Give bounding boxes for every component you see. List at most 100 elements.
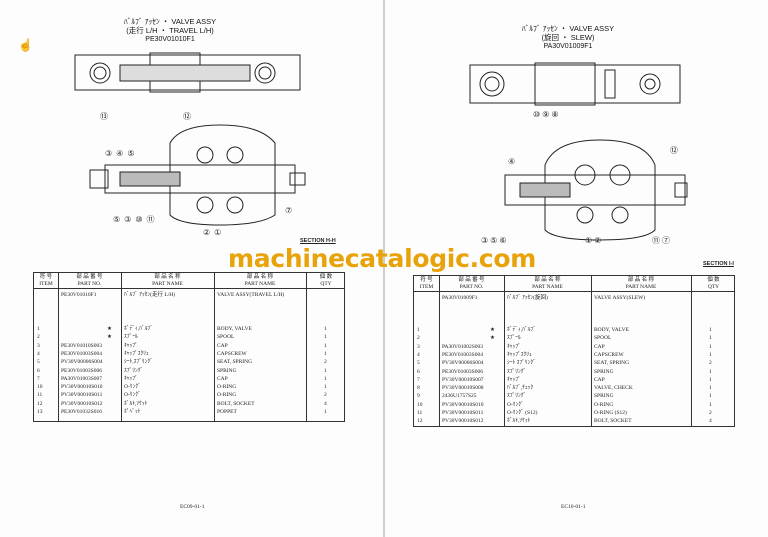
row-qty: 2 [324, 359, 327, 366]
header-en: QTY [320, 281, 332, 287]
row-name-en: CAP [594, 343, 605, 350]
callout: ⑤ [127, 149, 139, 158]
callout-13: ⑬ [100, 112, 108, 121]
row-part-no: PV30V00010S010 [61, 384, 103, 391]
row-name-en: CAPSCREW [217, 350, 247, 357]
row-name-en: CAPSCREW [594, 351, 624, 358]
callouts-left: ③④⑤ [105, 149, 139, 158]
column-divider [58, 273, 59, 421]
row-qty: 1 [324, 375, 327, 382]
row-name-jp: O-ﾘﾝｸﾞ [124, 384, 141, 391]
row-part-no: ★ [107, 334, 112, 341]
row-item: 13 [37, 409, 43, 415]
row-name-jp: ﾎﾞﾃﾞｨ,ﾊﾞﾙﾌﾞ [124, 326, 153, 332]
row-name-jp: ｷｬｯﾌﾟｽｸﾘｭ [507, 351, 532, 358]
row-part-no: PV30V00010S008 [442, 385, 484, 392]
row-name-jp: ﾊﾞﾙﾌﾞ,ﾁｪｯｸ [507, 385, 534, 392]
row-qty: 1 [709, 376, 712, 383]
callouts-bottom-right: ⑪ ⑦ [652, 236, 670, 245]
row-part-no: PE30V01003S004 [61, 350, 102, 357]
title-line-2: (走行 L/H ・ TRAVEL L/H) [126, 26, 214, 35]
row-name-jp: ｼｰﾄ ｽﾌﾟﾘﾝｸﾞ [507, 360, 536, 367]
row-item: 1 [37, 326, 40, 332]
header-en: PART NAME [625, 284, 657, 290]
callout: ⑤ [113, 215, 125, 224]
row-item: 12 [417, 418, 423, 425]
callout: ③ [105, 149, 117, 158]
row-name-en: SEAT, SPRING [217, 359, 253, 366]
row-part-no: PE30V01003S006 [442, 368, 483, 375]
column-divider [214, 273, 215, 421]
row-item: 8 [417, 385, 420, 392]
row-item: 11 [37, 392, 43, 399]
watermark: machinecatalogic.com [228, 244, 536, 273]
hand-icon[interactable]: ☝ [18, 38, 33, 52]
row-item: 10 [417, 401, 423, 408]
header-jp: 部 品 番 号 [76, 274, 103, 280]
row-item: 2 [37, 334, 40, 341]
row-item: 6 [37, 367, 40, 374]
header-en: PART NAME [532, 284, 563, 290]
header-en: ITEM [39, 281, 53, 287]
assy-part-no: PE30V01010F1 [61, 292, 97, 298]
row-part-no: ★ [107, 326, 112, 332]
row-name-jp: ｷｬｯﾌﾟ [124, 375, 138, 382]
row-name-en: O-RING [217, 384, 237, 391]
title-line-1: ﾊﾞﾙﾌﾞ ｱｯｾﾝ ・ VALVE ASSY [123, 17, 217, 26]
table-header-row [414, 276, 734, 292]
row-qty: 1 [324, 334, 327, 341]
table-header-row [34, 273, 344, 289]
callout: ① [214, 228, 226, 237]
row-name-en: O-RING [217, 392, 237, 399]
callouts-top: ⑩ ⑨ ⑧ [533, 110, 559, 119]
row-item: 1 [417, 327, 420, 333]
row-name-jp: ｷｬｯﾌﾟｽｸﾘｭ [124, 350, 149, 357]
row-part-no: PV30V00010S007 [442, 376, 484, 383]
page-footer: EC09-01-1 [180, 504, 205, 510]
row-name-jp: ｷｬｯﾌﾟ [507, 343, 521, 350]
assy-code: PA30V01009F1 [543, 43, 593, 50]
row-part-no: PA30V01003S007 [61, 375, 103, 382]
header-en: PART NO. [77, 281, 102, 287]
header-jp: 部 品 名 称 [627, 277, 655, 283]
column-divider [439, 276, 440, 426]
header-en: QTY [707, 284, 720, 290]
section-label: SECTION H-H [300, 238, 336, 244]
row-name-en: CAP [594, 376, 605, 383]
header-en: PART NAME [244, 281, 276, 287]
assy-name-jp: ﾊﾞﾙﾌﾞ ｱｯｾﾝ(走行 L/H) [124, 292, 176, 298]
callout: ② [203, 228, 215, 237]
row-name-en: BOLT, SOCKET [594, 418, 632, 425]
assy-code: PE30V01010F1 [145, 36, 195, 43]
left-page: ﾊﾞﾙﾌﾞ ｱｯｾﾝ ・ VALVE ASSY (走行 L/H ・ TRAVEL… [0, 0, 383, 537]
row-name-jp: ﾎﾞﾃﾞｨ,ﾊﾞﾙﾌﾞ [507, 327, 536, 333]
row-name-en: CAP [217, 375, 228, 382]
row-qty: 4 [709, 418, 712, 425]
column-divider [306, 273, 307, 421]
row-name-jp: O-ﾘﾝｸﾞ (S12) [507, 410, 538, 416]
header-en: ITEM [419, 284, 434, 290]
row-item: 5 [417, 360, 420, 367]
row-qty: 1 [709, 327, 712, 333]
header-jp: 部 品 名 称 [534, 277, 561, 283]
header-jp: 部 品 名 称 [246, 274, 274, 280]
row-name-en: CAP [217, 342, 228, 349]
row-part-no: PE30V01010S003 [61, 342, 102, 349]
row-qty: 1 [324, 367, 327, 374]
row-name-en: BODY, VALVE [594, 327, 629, 333]
row-part-no: PV30V00006S004 [442, 360, 484, 367]
column-divider [591, 276, 592, 426]
row-item: 10 [37, 384, 43, 391]
row-qty: 1 [709, 393, 712, 400]
title-line-2: (旋回 ・ SLEW) [541, 33, 595, 42]
row-item: 7 [37, 375, 40, 382]
row-name-en: SPRING [594, 368, 614, 375]
callout-7: ⑦ [285, 206, 293, 215]
header-jp: 個 数 [707, 277, 720, 283]
